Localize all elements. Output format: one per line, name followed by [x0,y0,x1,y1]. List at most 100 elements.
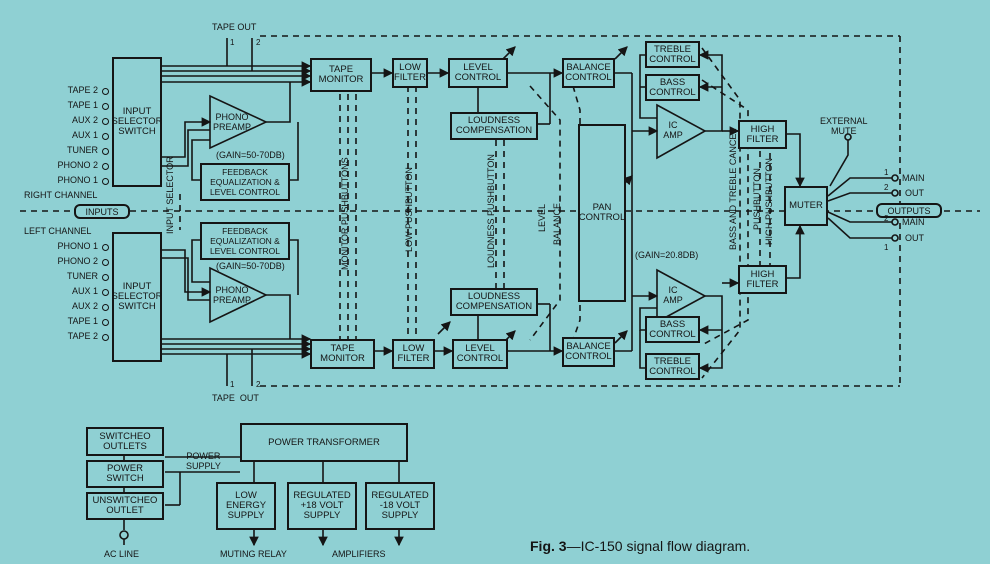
input-terminal: TAPE 2 [40,331,112,343]
balance-control-left: BALANCE CONTROL [562,337,615,367]
dashed-control-lines [20,35,980,387]
pushbutton-label: PUSHBUTTON [752,168,762,230]
input-label: PHONO 1 [57,241,98,251]
input-label: TAPE 2 [67,85,98,95]
amplifiers-label: AMPLIFIERS [332,549,386,559]
input-terminal: TUNER [40,145,112,157]
loudness-compensation-left: LOUDNESS COMPENSATION [450,288,538,316]
input-label: PHONO 1 [57,175,98,185]
loudness-compensation-right: LOUDNESS COMPENSATION [450,112,538,140]
input-selector-left: INPUT SELECTOR SWITCH [111,232,163,362]
low-filter-right: LOW FILTER [392,58,428,88]
input-terminal: PHONO 1 [40,175,112,187]
input-label: AUX 2 [71,301,98,311]
bass-treble-cancel-label: BASS AND TREBLE CANCEL [728,128,738,250]
input-terminal: PHONO 1 [40,241,112,253]
high-filter-left: HIGH FILTER [738,265,787,294]
terminal-circle-icon [102,163,109,170]
tape-out-top-num-2: 2 [256,38,261,47]
level-control-right: LEVEL CONTROL [448,58,508,88]
bass-control-right: BASS CONTROL [645,74,700,101]
figure-caption-text: IC-150 signal flow diagram. [580,538,751,554]
high-pushbutton-label: HIGH PUSHBUTTON [764,158,774,245]
inputs-label: INPUTS [74,204,130,219]
low-energy-supply: LOW ENERGY SUPPLY [216,482,276,530]
tape-monitor-left: TAPE MONITOR [310,339,375,369]
terminal-circle-icon [102,334,109,341]
input-terminal: AUX 2 [40,301,112,313]
ac-line-label: AC LINE [104,549,140,559]
phono-preamp-right: PHONO PREAMP [212,112,251,132]
input-label: TUNER [67,145,98,155]
tape-monitor-right: TAPE MONITOR [310,58,372,92]
input-label: TAPE 1 [67,316,98,326]
muter: MUTER [784,186,828,226]
regulated-minus18-supply: REGULATED -18 VOLT SUPPLY [365,482,435,530]
balance-control-line-label: BALANCE [552,202,562,245]
figure-separator: — [566,538,581,554]
power-switch: POWER SWITCH [86,460,164,488]
terminal-circle-icon [102,289,109,296]
high-filter-right: HIGH FILTER [738,120,787,149]
input-label: AUX 1 [71,130,98,140]
switched-outlets: SWITCHEO OUTLETS [86,427,164,456]
treble-control-left: TREBLE CONTROL [645,353,700,380]
input-terminal: TAPE 2 [40,85,112,97]
input-terminal: PHONO 2 [40,256,112,268]
input-label: AUX 2 [71,115,98,125]
output-main-1: MAIN [902,173,925,183]
output-num-1: 1 [884,168,889,177]
level-control-left: LEVEL CONTROL [452,339,508,369]
input-label: TUNER [67,271,98,281]
terminal-circle-icon [102,88,109,95]
output-out-1: OUT [905,188,924,198]
pan-control: PAN CONTROL [578,124,626,302]
input-label: PHONO 2 [57,256,98,266]
low-pushbutton-label: LOW PUSHBUTTON [404,167,414,252]
input-terminal: AUX 1 [40,130,112,142]
tape-out-bottom-num-2: 2 [256,380,261,389]
input-label: TAPE 2 [67,331,98,341]
input-terminal: AUX 1 [40,286,112,298]
outputs-label: OUTPUTS [876,203,942,218]
input-terminal: TAPE 1 [40,316,112,328]
figure-caption: Fig. 3—IC-150 signal flow diagram. [530,538,750,554]
output-out-2: OUT [905,233,924,243]
treble-control-right: TREBLE CONTROL [645,41,700,68]
phono-preamp-left: PHONO PREAMP [212,285,251,305]
input-terminal: TAPE 1 [40,100,112,112]
left-bus [162,334,312,359]
left-channel-label: LEFT CHANNEL [24,226,92,236]
input-terminal: AUX 2 [40,115,112,127]
output-num-3: 2 [884,214,889,223]
input-selector-right: INPUT SELECTOR SWITCH [111,57,163,187]
input-terminal: TUNER [40,271,112,283]
terminal-circle-icon [102,319,109,326]
feedback-equalization-left: FEEDBACK EQUALIZATION & LEVEL CONTROL [200,222,290,260]
muting-relay-label: MUTING RELAY [220,549,287,559]
output-num-2: 2 [884,183,889,192]
power-supply-label: POWER SUPPLY [186,451,221,471]
input-label: TAPE 1 [67,100,98,110]
low-filter-left: LOW FILTER [392,339,435,369]
input-terminal: PHONO 2 [40,160,112,172]
terminal-circle-icon [102,103,109,110]
gain-phono-left: (GAIN=50-70db) [216,261,285,271]
balance-control-right: BALANCE CONTROL [562,58,615,88]
external-mute-label: EXTERNAL MUTE [820,116,868,136]
terminal-circle-icon [102,133,109,140]
terminal-circle-icon [102,304,109,311]
feedback-equalization-right: FEEDBACK EQUALIZATION & LEVEL CONTROL [200,163,290,201]
level-control-line-label: LEVEL [537,203,547,232]
loudness-pushbutton-label: LOUDNESS PUSHBUTTON [486,154,496,268]
tape-out-top-label: TAPE OUT [212,22,257,32]
input-label: AUX 1 [71,286,98,296]
input-selector-control-label: INPUT SELECTOR [165,156,175,234]
input-label: PHONO 2 [57,160,98,170]
terminal-circle-icon [102,259,109,266]
unswitched-outlet: UNSWITCHEO OUTLET [86,492,164,520]
terminal-circle-icon [102,118,109,125]
right-bus [162,61,312,87]
ic-amp-right: IC AMP [663,120,683,140]
gain-phono-right: (GAIN=50-70db) [216,150,285,160]
